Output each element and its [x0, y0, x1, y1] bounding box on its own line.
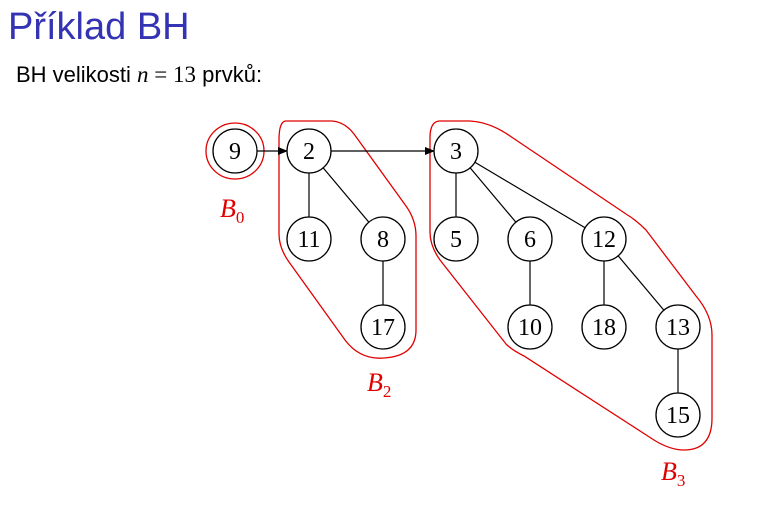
- node-circle: [360, 216, 406, 262]
- node-circle: [507, 216, 553, 262]
- node-17: 17: [360, 304, 406, 350]
- node-label: 6: [524, 227, 536, 253]
- node-circle: [212, 128, 258, 174]
- node-label: 9: [229, 139, 241, 165]
- node-label: 5: [450, 227, 462, 253]
- slide-subtitle: BH velikosti n = 13 prvků:: [16, 60, 262, 90]
- node-circle: [581, 304, 627, 350]
- node-circle: [581, 216, 627, 262]
- node-circle: [286, 128, 332, 174]
- node-label: 3: [450, 139, 462, 165]
- node-circle: [433, 216, 479, 262]
- node-6: 6: [507, 216, 553, 262]
- node-label: 12: [592, 227, 616, 253]
- tree-outline-b2: [278, 120, 417, 359]
- subtitle-prefix: BH velikosti: [16, 62, 138, 87]
- node-10: 10: [507, 304, 553, 350]
- edge-3-12: [455, 150, 605, 240]
- node-label: 11: [297, 227, 320, 253]
- node-circle: [507, 304, 553, 350]
- tree-label-b2: B2: [367, 368, 391, 401]
- subtitle-formula: n = 13: [137, 62, 196, 87]
- node-label: 2: [303, 139, 315, 165]
- subtitle-suffix: prvků:: [196, 62, 263, 87]
- node-13: 13: [655, 304, 701, 350]
- node-18: 18: [581, 304, 627, 350]
- node-label: 13: [666, 315, 690, 341]
- node-circle: [655, 392, 701, 438]
- node-label: 17: [371, 315, 395, 341]
- node-12: 12: [581, 216, 627, 262]
- node-5: 5: [433, 216, 479, 262]
- node-15: 15: [655, 392, 701, 438]
- node-circle: [360, 304, 406, 350]
- slide-title: Příklad BH: [8, 6, 190, 48]
- node-circle: [286, 216, 332, 262]
- tree-outline-b3: [429, 120, 713, 451]
- node-11: 11: [286, 216, 332, 262]
- node-9: 9: [212, 128, 258, 174]
- node-label: 15: [666, 403, 690, 429]
- node-circle: [655, 304, 701, 350]
- node-label: 18: [592, 315, 616, 341]
- node-8: 8: [360, 216, 406, 262]
- tree-label-b3: B3: [661, 457, 685, 490]
- heap-nodes: 9 2 11 8 17 3 5 6 12 10 18 13 15: [212, 128, 701, 438]
- node-label: 10: [518, 315, 542, 341]
- subtitle-variable: n: [137, 62, 149, 87]
- tree-label-b0: B0: [220, 194, 244, 227]
- node-3: 3: [433, 128, 479, 174]
- node-circle: [433, 128, 479, 174]
- node-2: 2: [286, 128, 332, 174]
- node-label: 8: [377, 227, 389, 253]
- tree-edges: [308, 150, 679, 415]
- subtitle-equation: = 13: [148, 62, 197, 87]
